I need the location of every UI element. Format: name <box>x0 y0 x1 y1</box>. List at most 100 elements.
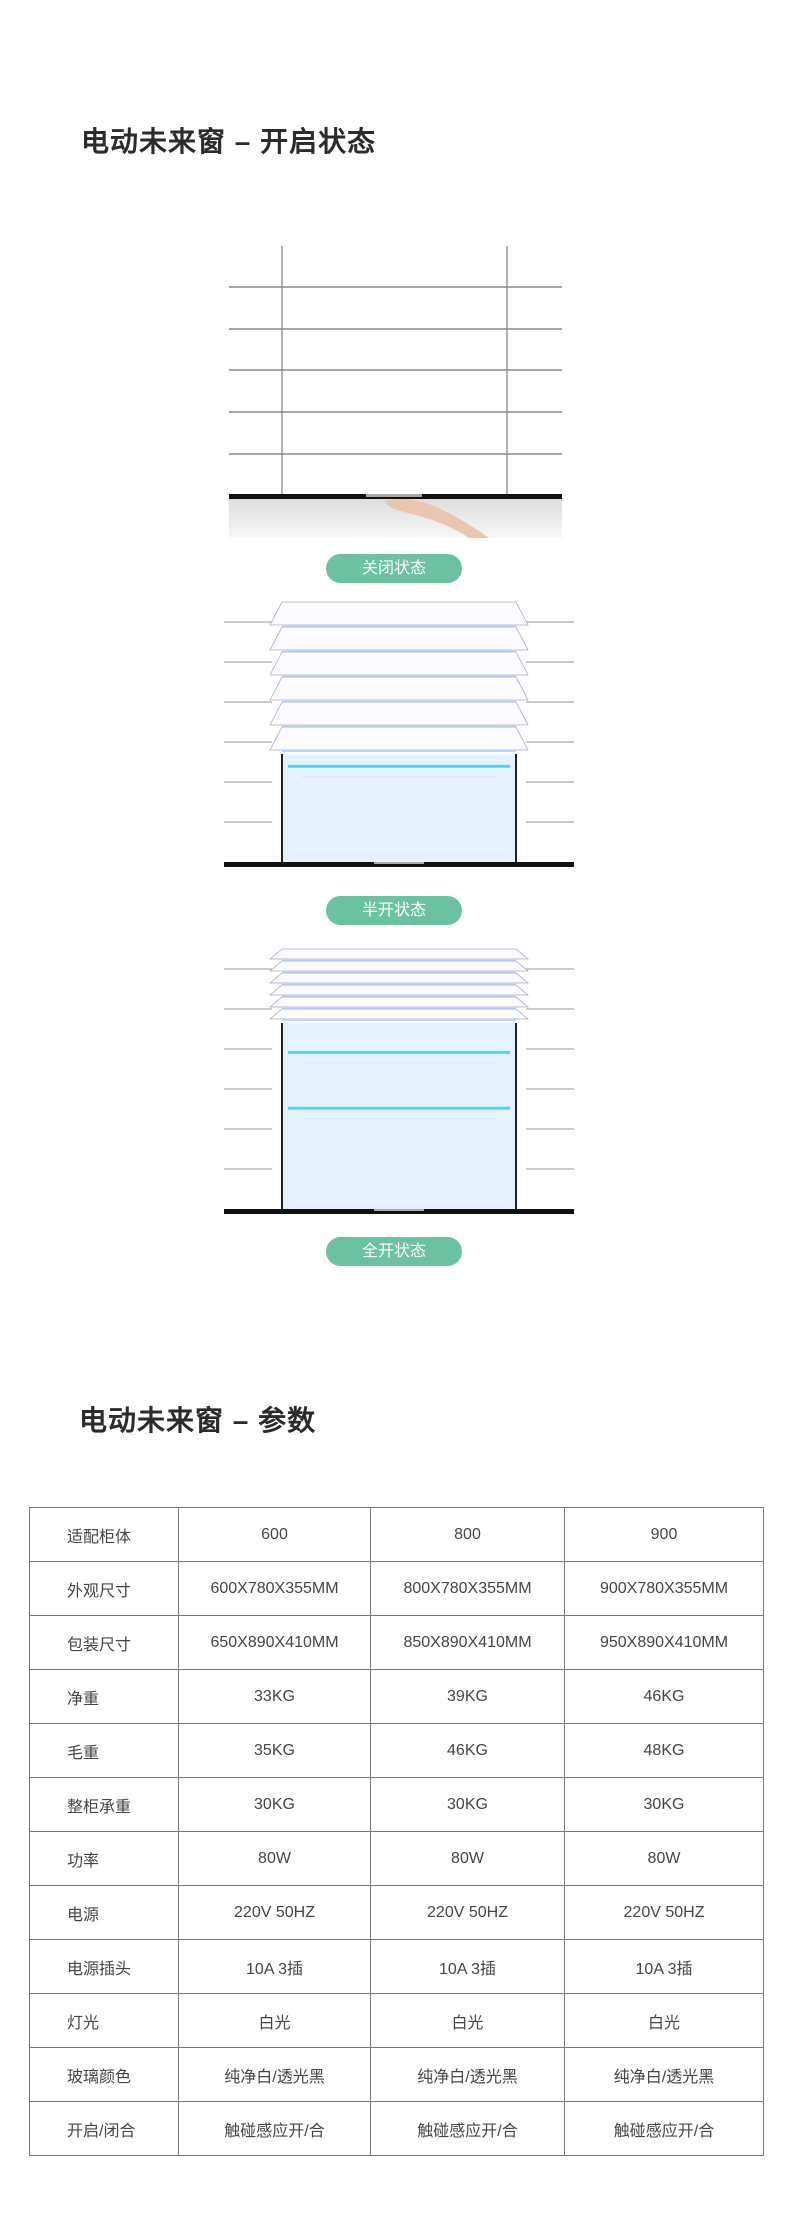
param-label: 电源插头 <box>29 1939 179 1994</box>
slat-glow <box>282 995 516 997</box>
param-value: 800 <box>370 1507 565 1562</box>
section-title-open-states: 电动未来窗 – 开启状态 <box>81 126 377 157</box>
param-value: 220V 50HZ <box>370 1885 565 1940</box>
param-label: 开启/闭合 <box>29 2101 179 2156</box>
full-open-state-badge: 全开状态 <box>326 1237 462 1266</box>
param-label: 包装尺寸 <box>29 1615 179 1670</box>
base-bar <box>224 862 574 867</box>
glass-slat <box>269 626 529 651</box>
param-value: 30KG <box>178 1777 371 1832</box>
param-label: 净重 <box>29 1669 179 1724</box>
slat-glow <box>282 700 516 702</box>
param-value: 220V 50HZ <box>564 1885 764 1940</box>
hand-icon <box>385 499 489 538</box>
param-value: 白光 <box>564 1993 764 2048</box>
sensor-strip <box>374 1209 424 1211</box>
glass-slat <box>269 676 529 701</box>
param-value: 46KG <box>564 1669 764 1724</box>
slat-glow <box>282 1007 516 1009</box>
param-label: 适配柜体 <box>29 1507 179 1562</box>
param-value: 触碰感应开/合 <box>178 2101 371 2156</box>
param-value: 950X890X410MM <box>564 1615 764 1670</box>
param-label: 整柜承重 <box>29 1777 179 1832</box>
half-open-state-illustration <box>224 601 574 867</box>
glass-slat <box>269 651 529 676</box>
param-value: 30KG <box>564 1777 764 1832</box>
slat-glow <box>282 625 516 627</box>
slat-glow <box>282 750 516 752</box>
param-value: 48KG <box>564 1723 764 1778</box>
param-value: 触碰感应开/合 <box>564 2101 764 2156</box>
param-value: 纯净白/透光黑 <box>178 2047 371 2102</box>
param-value: 白光 <box>178 1993 371 2048</box>
param-value: 600 <box>178 1507 371 1562</box>
param-value: 触碰感应开/合 <box>370 2101 565 2156</box>
param-label: 毛重 <box>29 1723 179 1778</box>
slat-glow <box>282 650 516 652</box>
param-value: 10A 3插 <box>370 1939 565 1994</box>
param-value: 10A 3插 <box>178 1939 371 1994</box>
half-open-state-badge: 半开状态 <box>326 896 462 925</box>
closed-state-badge: 关闭状态 <box>326 554 462 583</box>
param-value: 900 <box>564 1507 764 1562</box>
param-value: 80W <box>370 1831 565 1886</box>
param-label: 玻璃颜色 <box>29 2047 179 2102</box>
full-open-state-illustration <box>224 948 574 1214</box>
slat-glow <box>282 971 516 973</box>
param-value: 850X890X410MM <box>370 1615 565 1670</box>
cabinet-interior <box>282 754 516 862</box>
param-value: 39KG <box>370 1669 565 1724</box>
glass-slat <box>268 948 530 960</box>
param-value: 800X780X355MM <box>370 1561 565 1616</box>
param-label: 灯光 <box>29 1993 179 2048</box>
param-label: 电源 <box>29 1885 179 1940</box>
param-value: 80W <box>564 1831 764 1886</box>
glass-slat <box>269 601 529 626</box>
param-value: 600X780X355MM <box>178 1561 371 1616</box>
closed-state-illustration <box>229 246 562 538</box>
param-label: 功率 <box>29 1831 179 1886</box>
param-value: 80W <box>178 1831 371 1886</box>
param-value: 900X780X355MM <box>564 1561 764 1616</box>
slat-glow <box>282 675 516 677</box>
cabinet-interior <box>282 1023 516 1209</box>
sensor-strip <box>374 862 424 864</box>
glass-slat <box>269 701 529 726</box>
param-value: 30KG <box>370 1777 565 1832</box>
glass-shelf <box>288 1050 510 1054</box>
glass-shelf <box>288 764 510 768</box>
param-value: 纯净白/透光黑 <box>564 2047 764 2102</box>
slat-glow <box>282 1019 516 1021</box>
slat-glow <box>282 983 516 985</box>
glass-slat <box>268 996 530 1008</box>
param-value: 白光 <box>370 1993 565 2048</box>
param-label: 外观尺寸 <box>29 1561 179 1616</box>
param-value: 纯净白/透光黑 <box>370 2047 565 2102</box>
param-value: 220V 50HZ <box>178 1885 371 1940</box>
glass-slat <box>268 984 530 996</box>
glass-slat <box>268 960 530 972</box>
slat-glow <box>282 959 516 961</box>
param-value: 46KG <box>370 1723 565 1778</box>
table-row: 开启/闭合触碰感应开/合触碰感应开/合触碰感应开/合 <box>29 2101 764 2156</box>
param-value: 650X890X410MM <box>178 1615 371 1670</box>
table-row: 玻璃颜色纯净白/透光黑纯净白/透光黑纯净白/透光黑 <box>29 2047 764 2102</box>
param-value: 10A 3插 <box>564 1939 764 1994</box>
glass-slat <box>268 1008 530 1020</box>
glass-slat <box>268 972 530 984</box>
section-title-params: 电动未来窗 – 参数 <box>79 1405 317 1436</box>
param-value: 33KG <box>178 1669 371 1724</box>
base-bar <box>224 1209 574 1214</box>
glass-shelf <box>288 1106 510 1110</box>
